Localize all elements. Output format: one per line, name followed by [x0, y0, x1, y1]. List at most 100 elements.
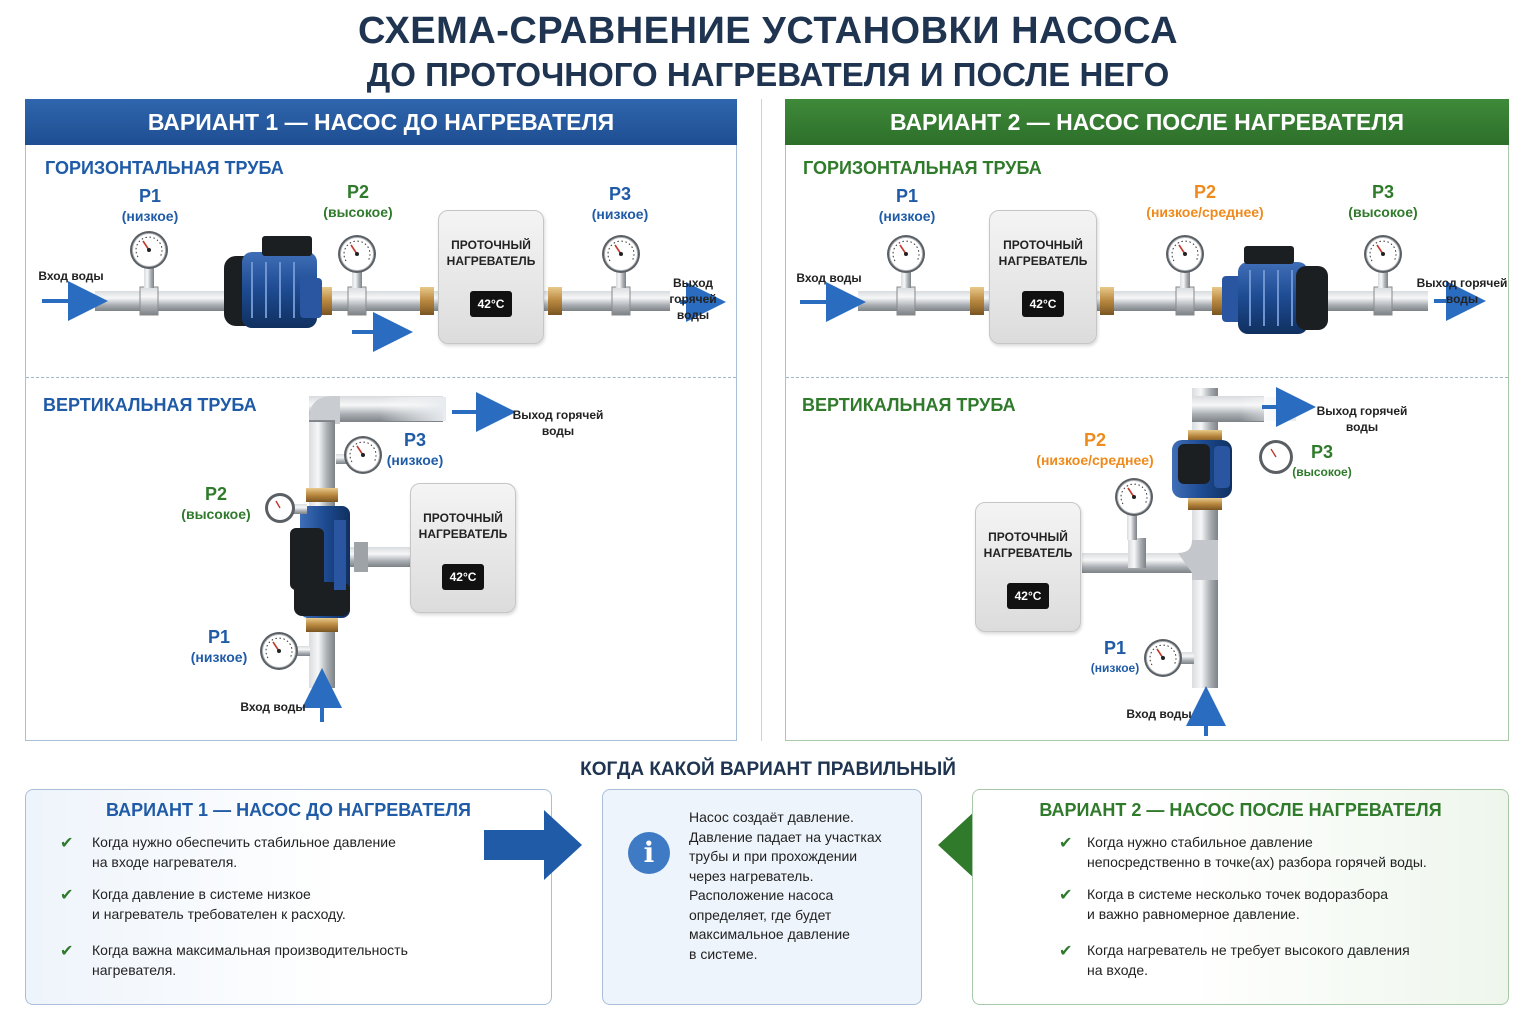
v2v-gauge-p1 [1143, 638, 1183, 678]
variant1-summary-card: ВАРИАНТ 1 — НАСОС ДО НАГРЕВАТЕЛЯ ✔ Когда… [25, 789, 552, 1005]
v2h-gauge-p1 [886, 234, 926, 274]
v2h-p3-label: P3(высокое) [1348, 182, 1418, 220]
v1v-p3-label: P3(низкое) [386, 430, 444, 468]
info-card: i Насос создаёт давление. Давление падае… [602, 789, 922, 1005]
v2h-stem-p3 [1378, 264, 1388, 288]
v2h-gauge-p3 [1363, 234, 1403, 274]
check-icon: ✔ [1059, 887, 1073, 904]
v1v-coupling [306, 618, 338, 632]
v1v-gauge-p3 [343, 435, 383, 475]
v2h-tee-p2 [1175, 286, 1195, 316]
v2h-gauge-p2 [1165, 234, 1205, 274]
v1v-gauge-p2 [265, 493, 295, 523]
v1h-pipe [95, 291, 670, 311]
variant1-reason: Когда нужно обеспечить стабильное давлен… [92, 834, 396, 870]
v2v-gauge-p2 [1114, 477, 1154, 517]
v1v-inlet-label: Вход воды [240, 700, 306, 714]
v2h-heater-label1: ПРОТОЧНЫЙ [1003, 238, 1083, 252]
v1h-tee-p2 [347, 286, 367, 316]
variant2-reason: Когда нагреватель не требует высокого да… [1087, 942, 1410, 978]
v1h-stem-p2 [352, 264, 362, 288]
v2h-inlet-label: Вход воды [796, 271, 862, 285]
v1v-heater-label2: НАГРЕВАТЕЛЬ [418, 527, 508, 541]
v1h-p1-label: P1(низкое) [121, 186, 179, 224]
v2h-p2-label: P2(низкое/среднее) [1146, 182, 1264, 220]
variant2-summary-title: ВАРИАНТ 2 — НАСОС ПОСЛЕ НАГРЕВАТЕЛЯ [1039, 800, 1442, 820]
variant1-header: ВАРИАНТ 1 — НАСОС ДО НАГРЕВАТЕЛЯ [25, 99, 737, 145]
v2h-temp-display: 42°C [1021, 291, 1065, 317]
v1v-heater-label1: ПРОТОЧНЫЙ [423, 511, 503, 525]
v1v-elbow [309, 396, 340, 424]
v2-horizontal-title: ГОРИЗОНТАЛЬНАЯ ТРУБА [803, 158, 1042, 178]
v2-vertical-title: ВЕРТИКАЛЬНАЯ ТРУБА [802, 395, 1016, 415]
v1h-temp-display: 42°C [469, 291, 513, 317]
v1h-gauge-p2 [337, 234, 377, 274]
v1v-heater: ПРОТОЧНЫЙ НАГРЕВАТЕЛЬ 42°C [410, 483, 516, 613]
v2v-p1-label: P1(низкое) [1090, 638, 1140, 675]
v1h-tee-p3 [611, 286, 631, 316]
bottom-title: КОГДА КАКОЙ ВАРИАНТ ПРАВИЛЬНЫЙ [580, 759, 956, 780]
v2h-stem-p1 [901, 264, 911, 288]
v1v-gauge-p1 [259, 631, 299, 671]
variant2-panel: ВАРИАНТ 2 — НАСОС ПОСЛЕ НАГРЕВАТЕЛЯ [785, 99, 1509, 741]
v1v-stem-p3 [336, 454, 350, 464]
v1h-gauge-p3 [601, 234, 641, 274]
v2h-p1-label: P1(низкое) [878, 186, 936, 224]
v2v-heater-label1: ПРОТОЧНЫЙ [988, 530, 1068, 544]
v1-vertical-title: ВЕРТИКАЛЬНАЯ ТРУБА [43, 395, 257, 415]
v1h-coupling [420, 287, 434, 315]
variant1-reason: Когда важна максимальная производительно… [92, 942, 408, 978]
v1h-heater-label1: ПРОТОЧНЫЙ [451, 238, 531, 252]
v2v-coupling [1188, 498, 1222, 510]
v1h-stem-p1 [144, 264, 154, 288]
v2v-stem-p1 [1180, 652, 1194, 664]
v2v-diagram [1082, 387, 1316, 736]
v2v-inlet-label: Вход воды [1126, 707, 1192, 721]
page-subtitle: ДО ПРОТОЧНОГО НАГРЕВАТЕЛЯ И ПОСЛЕ НЕГО [366, 56, 1170, 93]
v2v-temp-display: 42°C [1006, 583, 1050, 609]
v2v-pump [1172, 440, 1232, 498]
v1h-p3-label: P3(низкое) [591, 184, 649, 222]
v1v-steam [380, 397, 446, 421]
v1-horizontal-title: ГОРИЗОНТАЛЬНАЯ ТРУБА [45, 158, 284, 178]
v2h-coupling [1100, 287, 1114, 315]
variant2-reason: Когда в системе несколько точек водоразб… [1087, 886, 1389, 922]
v1v-stem-p2 [293, 504, 307, 514]
v1v-p1-label: P1(низкое) [190, 627, 248, 665]
v2h-heater-label2: НАГРЕВАТЕЛЬ [998, 254, 1088, 268]
v2v-gauge-p3 [1259, 440, 1293, 474]
v2h-pump [1222, 246, 1328, 334]
info-text: Насос создаёт давление. Давление падает … [689, 809, 882, 962]
variant1-summary-title: ВАРИАНТ 1 — НАСОС ДО НАГРЕВАТЕЛЯ [106, 800, 471, 820]
v1h-tee-p1 [139, 286, 159, 316]
v1h-coupling [548, 287, 562, 315]
v1v-stem-p1 [296, 646, 310, 656]
v1v-p2-label: P2(высокое) [181, 484, 251, 522]
variant1-panel: ВАРИАНТ 1 — НАСОС ДО НАГРЕВАТЕЛЯ [25, 99, 737, 741]
v2v-tee-p2 [1128, 538, 1146, 568]
variant1-section-divider [26, 377, 736, 378]
v2h-tee-p1 [896, 286, 916, 316]
v1h-p2-label: P2(высокое) [323, 182, 393, 220]
v1v-temp-display: 42°C [441, 564, 485, 590]
check-icon: ✔ [1059, 835, 1073, 852]
arrow-right-icon [484, 810, 582, 880]
v2h-tee-p3 [1373, 286, 1393, 316]
v1h-gauge-p1 [129, 230, 169, 270]
v1v-pump [290, 506, 350, 618]
v1v-branch-fitting [354, 542, 368, 572]
v2v-p2-label: P2(низкое/среднее) [1036, 430, 1154, 468]
v2v-coupling [1188, 430, 1222, 442]
check-icon: ✔ [60, 943, 74, 960]
v2v-heater-label2: НАГРЕВАТЕЛЬ [983, 546, 1073, 560]
variant2-section-divider [786, 377, 1508, 378]
v2v-p3-label: P3(высокое) [1292, 442, 1352, 479]
v2v-stem-p2 [1127, 510, 1137, 540]
v2h-heater: ПРОТОЧНЫЙ НАГРЕВАТЕЛЬ 42°C [989, 210, 1097, 344]
